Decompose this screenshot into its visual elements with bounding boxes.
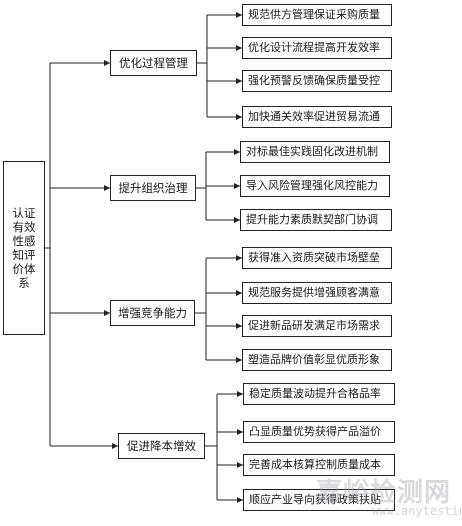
leaf-node: 获得准入资质突破市场壁垒 <box>242 247 392 269</box>
leaf-node: 稳定质量波动提升合格品率 <box>243 383 395 405</box>
leaf-node: 导入风险管理强化风控能力 <box>240 175 390 197</box>
root-node: 认证有效性感知评价体系 <box>3 161 45 335</box>
branch-node: 增强竞争能力 <box>110 300 195 326</box>
leaf-node: 促进新品研发满足市场需求 <box>242 315 392 337</box>
leaf-node: 完善成本核算控制质量成本 <box>243 454 395 476</box>
leaf-node: 提升能力素质默契部门协调 <box>240 209 392 231</box>
leaf-node: 规范供方管理保证采购质量 <box>242 4 392 26</box>
leaf-node: 加快通关效率促进贸易流通 <box>242 106 392 128</box>
leaf-node: 规范服务提供增强顾客满意 <box>242 282 392 304</box>
branch-node: 优化过程管理 <box>110 50 197 76</box>
leaf-node: 强化预警反馈确保质量受控 <box>242 70 392 92</box>
branch-node: 促进降本增效 <box>118 433 205 459</box>
leaf-node: 凸显质量优势获得产品溢价 <box>243 421 395 443</box>
leaf-node: 优化设计流程提高开发效率 <box>242 37 392 59</box>
branch-node: 提升组织治理 <box>110 175 196 201</box>
leaf-node: 对标最佳实践固化改进机制 <box>240 141 390 163</box>
leaf-node: 塑造品牌价值彰显优质形象 <box>242 349 392 371</box>
leaf-node: 顺应产业导向获得政策扶贴 <box>243 489 395 511</box>
